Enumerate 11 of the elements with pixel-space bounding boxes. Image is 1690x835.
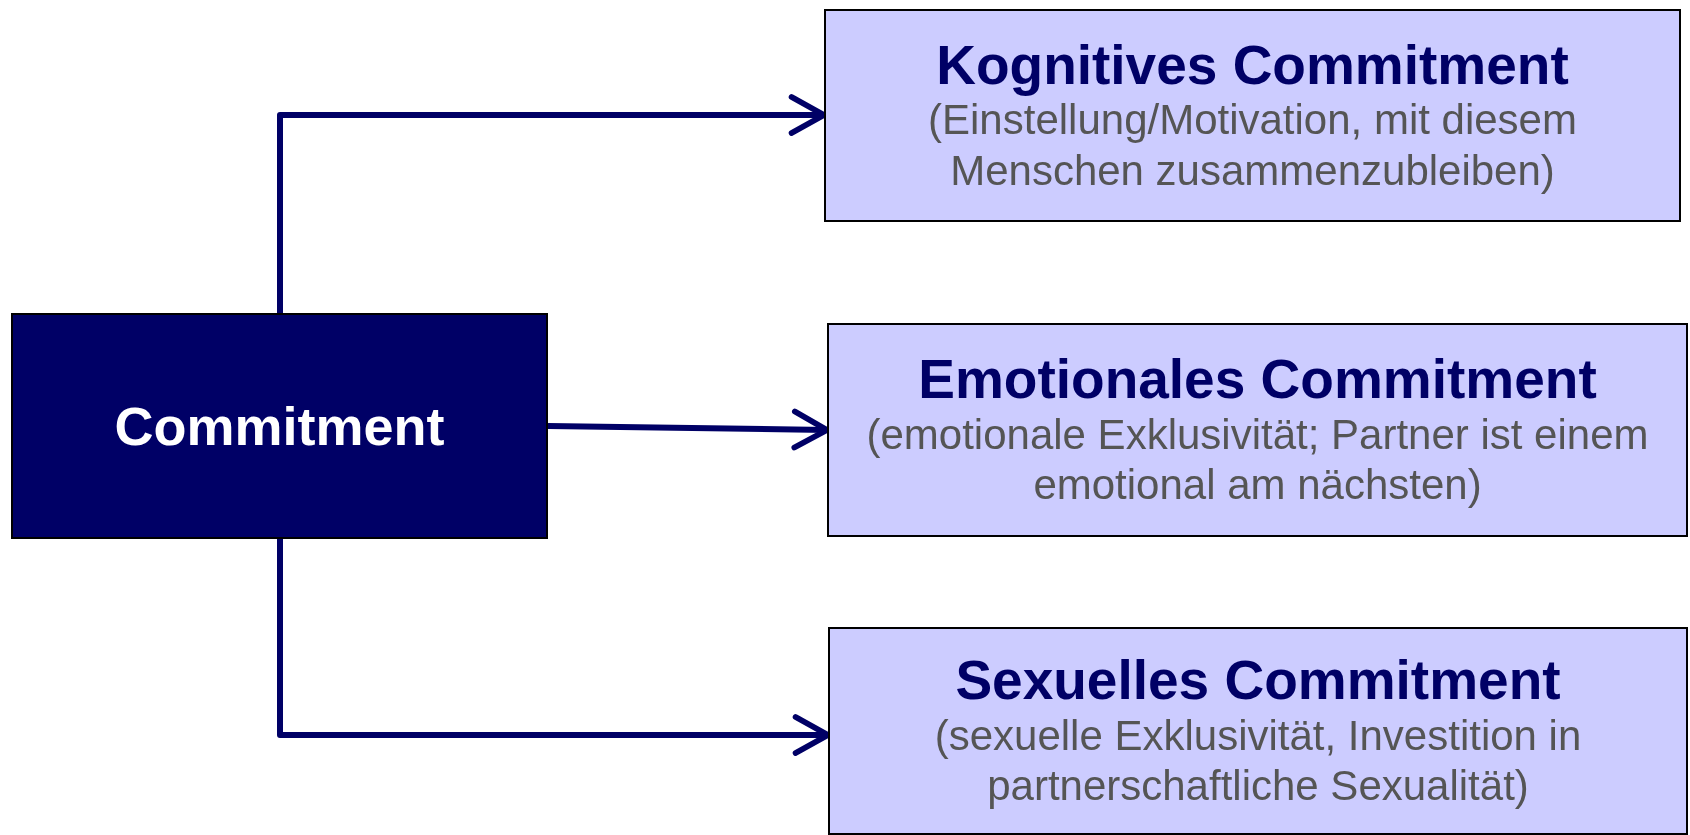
heading-text: Kognitives Commitment <box>936 34 1569 96</box>
description-text: (Einstellung/Motivation, mit diesem Menschen zusammenzubleiben) <box>927 96 1578 196</box>
category-box <box>824 9 1681 222</box>
heading-text: Sexuelles Commitment <box>955 650 1561 711</box>
category-box <box>827 323 1688 537</box>
heading-text: Commitment <box>114 395 445 457</box>
main-concept-box <box>11 313 548 539</box>
description-text: (emotionale Exklusivität; Partner ist einem emotional am nächsten) <box>865 409 1650 511</box>
category-box <box>828 627 1688 835</box>
description-text: (sexuelle Exklusivität, Investition in partnerschaftliche Sexualität) <box>933 710 1583 812</box>
heading-text: Emotionales Commitment <box>918 349 1597 410</box>
